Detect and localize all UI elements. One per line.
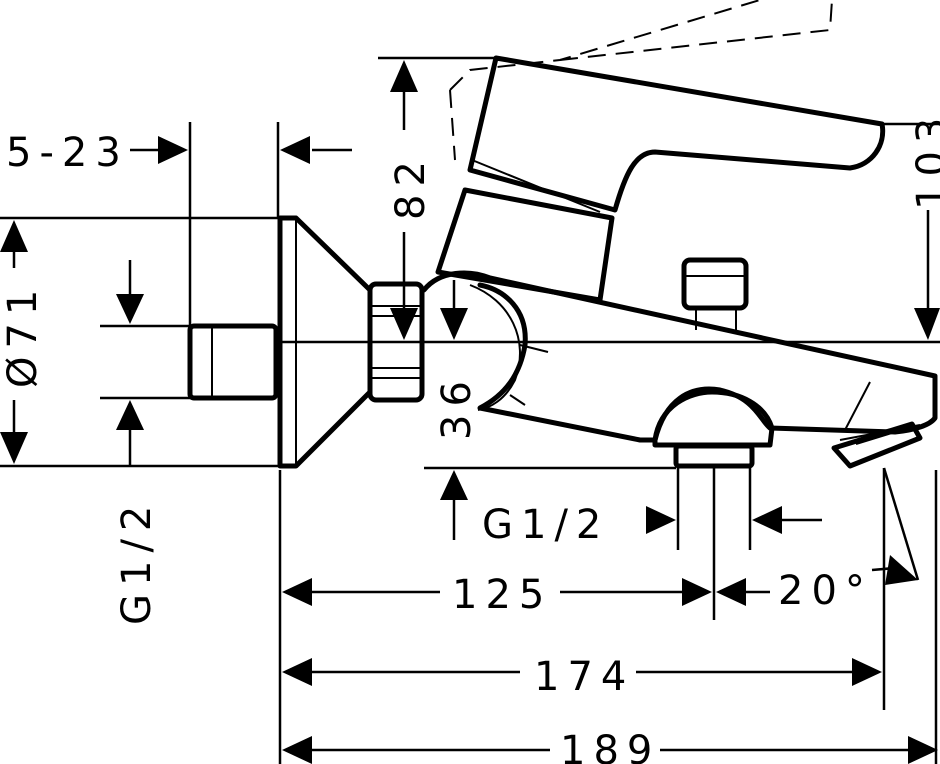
dim-inlet-thread: G1/2 — [114, 498, 160, 625]
dim-spout-36: 36 — [434, 373, 480, 440]
dim-angle: 20° — [778, 568, 873, 614]
dimension-lines — [0, 56, 940, 764]
lever-alternate-position — [449, 0, 833, 161]
dim-length-174: 174 — [534, 654, 634, 700]
dim-outlet-thread: G1/2 — [482, 502, 609, 548]
aerator — [831, 421, 923, 469]
dim-height-103: 103 — [909, 110, 940, 210]
mixer-body — [421, 270, 938, 443]
diverter-knob — [681, 257, 749, 330]
dim-diameter: Ø71 — [0, 282, 46, 388]
dim-length-125: 125 — [452, 572, 552, 618]
dim-length-189: 189 — [560, 728, 660, 764]
inlet-connector — [187, 323, 279, 401]
dim-height-82: 82 — [388, 153, 434, 220]
lever-handle — [435, 55, 886, 303]
dim-width-range: 5-23 — [6, 130, 129, 176]
